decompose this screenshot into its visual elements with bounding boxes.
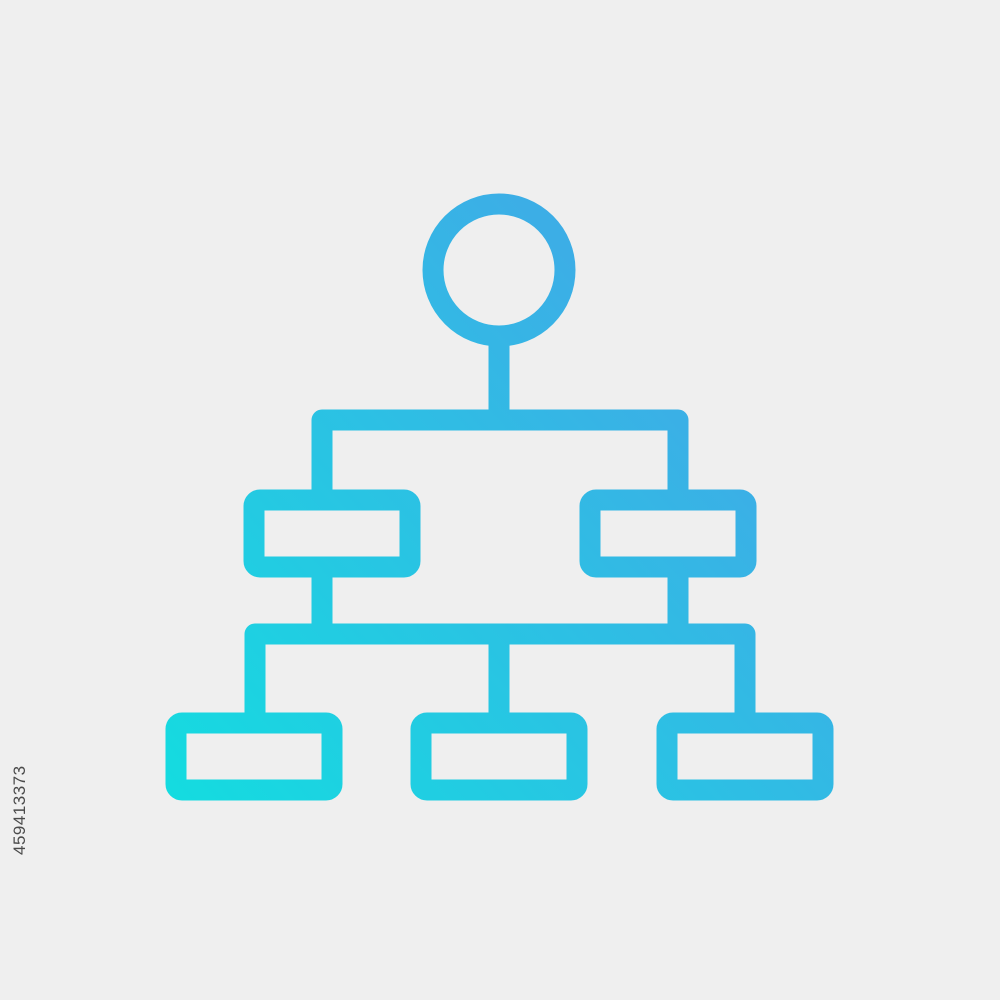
level-2-node-right (656, 712, 834, 801)
level-2-node-left (165, 712, 343, 801)
level-1-bus-line (311, 409, 689, 511)
level-2-node-center (410, 712, 588, 801)
level-1-node-left (243, 489, 421, 578)
level-1-node-right (579, 489, 757, 578)
root-node-circle (422, 193, 576, 347)
stock-id-label: 459413373 (10, 765, 29, 855)
